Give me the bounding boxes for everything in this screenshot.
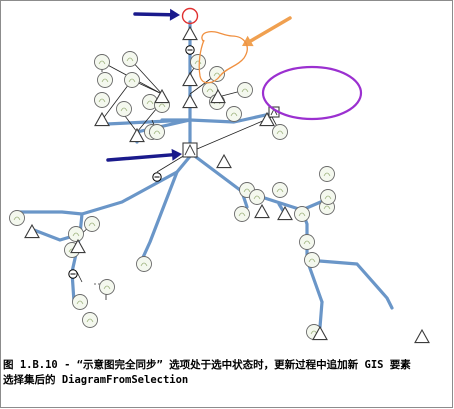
square-node-icon (182, 142, 198, 158)
tree-node-icon (97, 72, 113, 88)
tree-node-icon (68, 226, 84, 242)
tree-node-icon (122, 51, 138, 67)
feeder-link (188, 112, 272, 124)
tree-node-icon (9, 210, 25, 226)
tree-node-icon (94, 92, 110, 108)
tree-node-icon (94, 54, 110, 70)
tree-node-icon (190, 54, 206, 70)
tree-node-icon (99, 279, 115, 295)
tree-node-icon (272, 182, 288, 198)
tree-node-icon (304, 252, 320, 268)
tree-node-icon (237, 82, 253, 98)
tree-node-icon (249, 189, 265, 205)
tree-node-icon (149, 124, 165, 140)
orange-loop (198, 30, 248, 84)
feeder-link (318, 300, 324, 329)
triangle-node-icon (259, 111, 275, 127)
switch-node-icon (68, 269, 78, 279)
schematic-diagram (9, 7, 430, 344)
tree-node-icon (136, 256, 152, 272)
blue-arrow-icon (106, 148, 182, 162)
triangle-node-icon (129, 127, 145, 143)
tree-node-icon (84, 216, 100, 232)
tree-node-icon (226, 106, 242, 122)
tree-node-icon (319, 166, 335, 182)
caption-line-1: 图 1.B.10 - “示意图完全同步” 选项处于选中状态时，更新过程中追加新 … (3, 359, 411, 371)
triangle-node-icon (70, 238, 86, 254)
triangle-node-icon (254, 203, 270, 219)
switch-node-icon (152, 172, 162, 182)
annotations (106, 7, 363, 162)
tree-node-icon (124, 72, 140, 88)
feeder-link (305, 258, 394, 310)
triangle-node-icon (312, 325, 328, 341)
triangle-node-icon (414, 328, 430, 344)
feeder-link (190, 152, 324, 304)
tree-node-icon (272, 124, 288, 140)
tree-node-icon (116, 101, 132, 117)
orange-arrow-icon (242, 16, 292, 47)
highlight-circle (181, 7, 199, 25)
triangle-node-icon (182, 25, 198, 41)
connector-link (101, 79, 133, 121)
triangle-node-icon (216, 153, 232, 169)
diagram-nodes (9, 25, 430, 344)
triangle-node-icon (24, 223, 40, 239)
tree-node-icon (82, 312, 98, 328)
feeder-links (17, 20, 394, 329)
triangle-node-icon (94, 111, 110, 127)
connector-link (76, 271, 83, 283)
triangle-node-icon (182, 93, 198, 109)
triangle-node-icon (277, 205, 293, 221)
tree-node-icon (299, 234, 315, 250)
triangle-node-icon (182, 71, 198, 87)
tree-node-icon (294, 206, 310, 222)
caption-line-2: 选择集后的 DiagramFromSelection (3, 374, 189, 386)
blue-arrow-icon (133, 8, 180, 21)
feeder-link (138, 152, 194, 266)
purple-ellipse (261, 65, 363, 121)
tree-node-icon (209, 66, 225, 82)
connector-link (189, 116, 273, 153)
switch-node-icon (185, 45, 195, 55)
figure-caption: 图 1.B.10 - “示意图完全同步” 选项处于选中状态时，更新过程中追加新 … (3, 358, 453, 388)
tree-node-icon (234, 206, 250, 222)
tree-node-icon (320, 189, 336, 205)
tree-node-icon (72, 294, 88, 310)
triangle-node-icon (154, 88, 170, 104)
triangle-node-icon (210, 88, 226, 104)
